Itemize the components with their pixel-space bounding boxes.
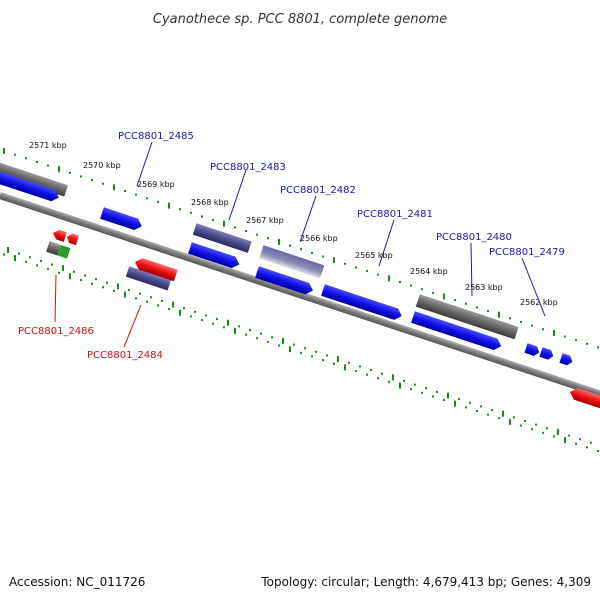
ruler-label-2563: 2563 kbp xyxy=(465,283,503,292)
pseudo-gene-2486-upper[interactable] xyxy=(0,160,69,197)
leader-2485 xyxy=(136,141,153,187)
gene-2486-arrow-b[interactable] xyxy=(65,232,80,246)
leader-2479 xyxy=(521,257,546,317)
gene-2483-arrow[interactable] xyxy=(188,242,241,270)
ruler-labels: 2571 kbp 2570 kbp 2569 kbp 2568 kbp 2567… xyxy=(29,141,558,307)
gene-label-2479[interactable]: PCC8801_2479 xyxy=(489,247,565,258)
gene-label-2484[interactable]: PCC8801_2484 xyxy=(87,350,163,361)
map-title: Cyanothece sp. PCC 8801, complete genome xyxy=(153,12,447,27)
genome-backbone xyxy=(0,192,600,400)
gene-2485-arrow[interactable] xyxy=(0,169,61,203)
ruler-label-2565: 2565 kbp xyxy=(355,251,393,260)
gene-label-2486[interactable]: PCC8801_2486 xyxy=(18,326,94,337)
ruler-label-2570: 2570 kbp xyxy=(83,161,121,170)
gene-forward-arrow-a[interactable] xyxy=(100,207,144,232)
label-leader-lines xyxy=(54,141,546,348)
ruler-label-2568: 2568 kbp xyxy=(191,198,229,207)
gene-label-2481[interactable]: PCC8801_2481 xyxy=(357,209,433,220)
ruler-ticks xyxy=(3,148,599,452)
ruler-label-2571: 2571 kbp xyxy=(29,141,67,150)
pseudo-gene-2486-lower[interactable] xyxy=(46,241,71,259)
ruler-label-2569: 2569 kbp xyxy=(137,180,175,189)
gene-label-2485[interactable]: PCC8801_2485 xyxy=(118,131,194,142)
gene-2484-highlight[interactable] xyxy=(125,266,172,291)
leader-2486 xyxy=(54,274,57,323)
pseudo-gene-2480[interactable] xyxy=(415,294,519,340)
leader-2481 xyxy=(378,219,395,267)
leader-2480 xyxy=(470,242,473,297)
gene-labels: PCC8801_2485 PCC8801_2483 PCC8801_2482 P… xyxy=(18,131,565,361)
leader-2482 xyxy=(299,195,317,243)
gene-2482-highlight[interactable] xyxy=(259,245,325,279)
gene-2484-arrow[interactable] xyxy=(133,256,178,282)
accession-text: Accession: NC_011726 xyxy=(9,575,145,589)
gene-label-2480[interactable]: PCC8801_2480 xyxy=(436,232,512,243)
ruler-label-2564: 2564 kbp xyxy=(410,267,448,276)
gene-2480-arrow[interactable] xyxy=(411,311,503,352)
gene-2481-arrow[interactable] xyxy=(321,284,404,321)
ruler-label-2567: 2567 kbp xyxy=(246,216,284,225)
ruler-label-2562: 2562 kbp xyxy=(520,298,558,307)
gene-2479-arrow-c[interactable] xyxy=(559,353,574,366)
leader-2484 xyxy=(123,304,142,348)
gene-2486-arrow-a[interactable] xyxy=(51,228,67,242)
gene-2479-arrow-b[interactable] xyxy=(539,347,554,361)
gene-2479-arrow-a[interactable] xyxy=(524,343,540,357)
genome-summary-text: Topology: circular; Length: 4,679,413 bp… xyxy=(260,575,591,589)
gene-2482-arrow[interactable] xyxy=(255,266,315,296)
leader-2483 xyxy=(228,169,247,221)
gene-label-2482[interactable]: PCC8801_2482 xyxy=(280,185,356,196)
ruler-label-2566: 2566 kbp xyxy=(300,234,338,243)
gene-label-2483[interactable]: PCC8801_2483 xyxy=(210,162,286,173)
gene-2483-highlight[interactable] xyxy=(192,223,252,253)
